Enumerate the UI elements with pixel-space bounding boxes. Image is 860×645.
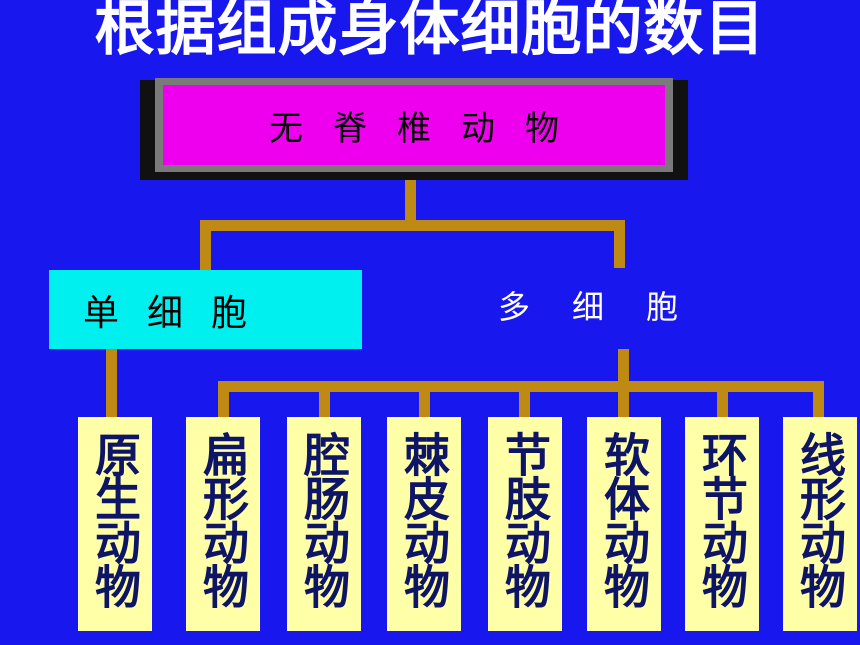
leaf-node-protozoa: 原生动物	[78, 417, 152, 631]
leaf-label: 线形动物	[793, 431, 847, 607]
leaf-node-annelids: 环节动物	[685, 417, 759, 631]
leaf-node-coelenterates: 腔肠动物	[287, 417, 361, 631]
leaf-label: 原生动物	[88, 431, 142, 607]
connector-leaf-drop	[218, 381, 229, 419]
connector-leaf-drop	[419, 381, 430, 419]
connector-branch-bar	[200, 220, 625, 231]
connector-leaf-drop	[717, 381, 728, 419]
connector-single-drop	[200, 220, 211, 272]
leaf-label: 棘皮动物	[397, 431, 451, 607]
connector-multi-drop	[614, 220, 625, 268]
connector-leaf-drop	[319, 381, 330, 419]
single-cell-label: 单细胞	[83, 292, 276, 334]
leaf-label: 腔肠动物	[297, 431, 351, 607]
leaf-node-nematodes: 线形动物	[783, 417, 857, 631]
connector-root-stem	[405, 170, 416, 228]
connector-leaf-drop	[618, 381, 629, 419]
leaf-node-flatworms: 扁形动物	[186, 417, 260, 631]
root-node-label: 无脊椎动物	[269, 108, 589, 149]
connector-multi-stem	[618, 349, 629, 385]
connector-leaf-drop	[813, 381, 824, 419]
leaf-label: 节肢动物	[498, 431, 552, 607]
multi-cell-label: 多细胞	[498, 288, 721, 326]
connector-single-to-leaf	[106, 347, 117, 419]
connector-leaf-drop	[519, 381, 530, 419]
single-cell-node: 单细胞	[49, 270, 362, 349]
leaf-node-mollusks: 软体动物	[587, 417, 661, 631]
root-node: 无脊椎动物	[163, 85, 665, 165]
leaf-label: 环节动物	[695, 431, 749, 607]
leaf-label: 扁形动物	[196, 431, 250, 607]
leaf-node-arthropods: 节肢动物	[488, 417, 562, 631]
diagram-title: 根据组成身体细胞的数目	[94, 0, 766, 64]
leaf-label: 软体动物	[597, 431, 651, 607]
leaf-node-echinoderms: 棘皮动物	[387, 417, 461, 631]
